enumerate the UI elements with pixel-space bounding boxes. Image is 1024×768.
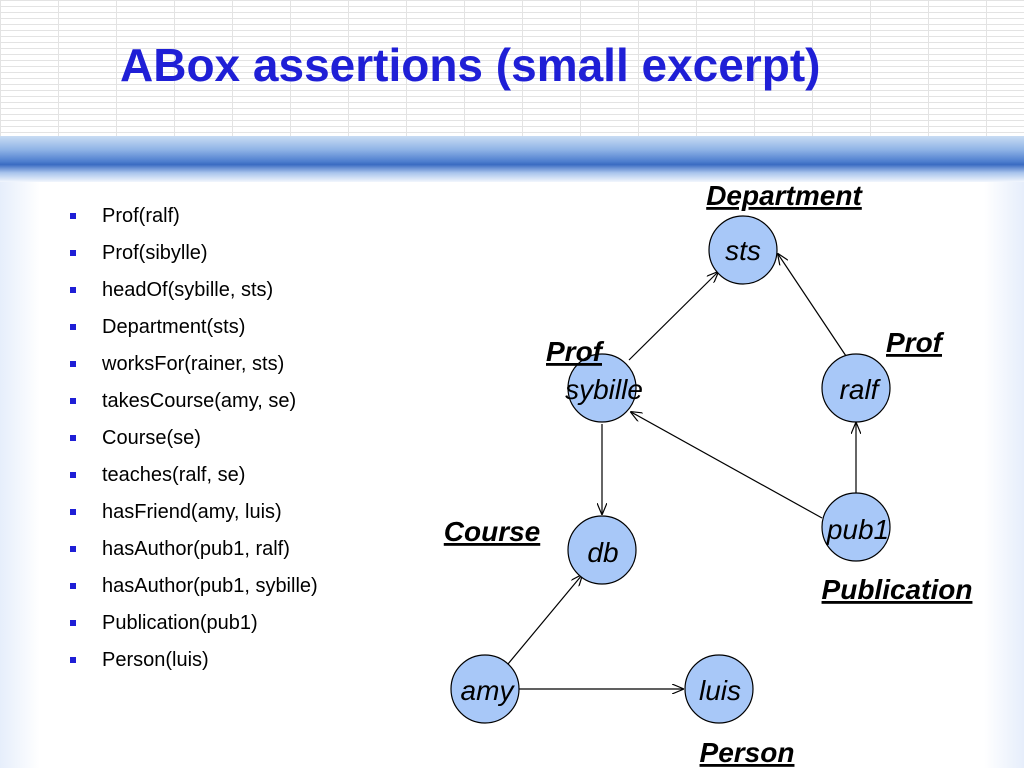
assertion-text: takesCourse(amy, se)	[102, 390, 297, 412]
list-item: Person(luis)	[70, 642, 318, 679]
title-band	[0, 0, 1024, 136]
bullet-icon	[70, 620, 76, 626]
node-label-sybille: sybille	[565, 374, 643, 405]
concept-publication: Publication	[822, 574, 973, 605]
assertion-text: hasFriend(amy, luis)	[102, 501, 282, 523]
bullet-icon	[70, 509, 76, 515]
node-ralf	[821, 353, 891, 423]
list-item: hasAuthor(pub1, sybille)	[70, 568, 318, 605]
node-label-sts: sts	[725, 235, 761, 266]
node-label-luis: luis	[699, 675, 741, 706]
node-label-pub1: pub1	[826, 514, 889, 545]
bullet-icon	[70, 472, 76, 478]
node-label-db: db	[587, 537, 618, 568]
node-db	[567, 515, 637, 585]
assertion-text: Prof(ralf)	[102, 205, 180, 227]
assertion-text: Department(sts)	[102, 316, 246, 338]
edge-pub1-sybille	[631, 412, 823, 519]
assertion-text: hasAuthor(pub1, sybille)	[102, 575, 318, 597]
bullet-icon	[70, 546, 76, 552]
list-item: worksFor(rainer, sts)	[70, 346, 318, 383]
list-item: teaches(ralf, se)	[70, 457, 318, 494]
list-item: hasAuthor(pub1, ralf)	[70, 531, 318, 568]
node-pub1	[821, 492, 891, 562]
list-item: Prof(ralf)	[70, 198, 318, 235]
assertion-text: hasAuthor(pub1, ralf)	[102, 538, 290, 560]
assertion-text: Person(luis)	[102, 649, 209, 671]
edge-sybille-sts	[628, 272, 718, 361]
concept-department: Department	[706, 180, 863, 211]
assertion-text: Course(se)	[102, 427, 201, 449]
concept-course: Course	[444, 516, 540, 547]
list-item: Publication(pub1)	[70, 605, 318, 642]
node-label-ralf: ralf	[840, 374, 882, 405]
assertion-text: worksFor(rainer, sts)	[102, 353, 285, 375]
concept-person: Person	[700, 737, 795, 768]
bullet-icon	[70, 250, 76, 256]
list-item: hasFriend(amy, luis)	[70, 494, 318, 531]
concept-prof-ralf: Prof	[886, 327, 945, 358]
assertion-text: headOf(sybille, sts)	[102, 279, 274, 301]
assertion-list: Prof(ralf) Prof(sibylle) headOf(sybille,…	[70, 198, 318, 679]
right-gradient	[984, 182, 1024, 768]
bullet-icon	[70, 583, 76, 589]
node-amy	[450, 654, 520, 724]
list-item: Course(se)	[70, 420, 318, 457]
bullet-icon	[70, 324, 76, 330]
list-item: Department(sts)	[70, 309, 318, 346]
left-gradient	[0, 182, 40, 768]
list-item: headOf(sybille, sts)	[70, 272, 318, 309]
bullet-icon	[70, 398, 76, 404]
node-sybille	[567, 353, 637, 423]
assertion-text: Prof(sibylle)	[102, 242, 208, 264]
bullet-icon	[70, 361, 76, 367]
node-label-amy: amy	[461, 675, 516, 706]
concept-prof-sybille: Prof	[546, 336, 605, 367]
node-luis	[684, 654, 754, 724]
slide-title: ABox assertions (small excerpt)	[120, 39, 821, 91]
bullet-icon	[70, 435, 76, 441]
header-bar	[0, 136, 1024, 182]
list-item: takesCourse(amy, se)	[70, 383, 318, 420]
bullet-icon	[70, 213, 76, 219]
edge-amy-db	[507, 575, 582, 665]
node-sts	[708, 215, 778, 285]
bullet-icon	[70, 657, 76, 663]
edge-ralf-sts	[778, 254, 847, 357]
list-item: Prof(sibylle)	[70, 235, 318, 272]
bullet-icon	[70, 287, 76, 293]
assertion-text: teaches(ralf, se)	[102, 464, 246, 486]
assertion-text: Publication(pub1)	[102, 612, 258, 634]
